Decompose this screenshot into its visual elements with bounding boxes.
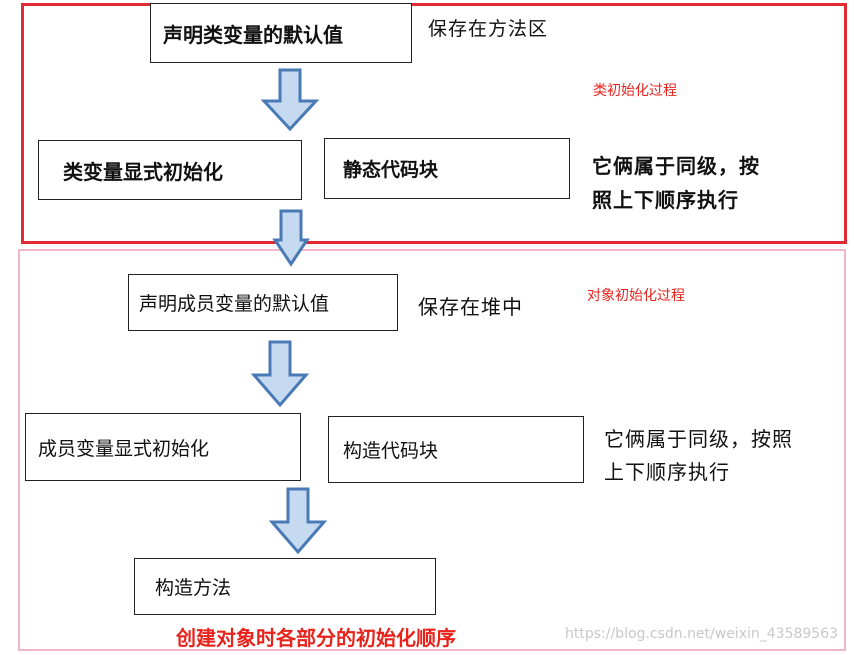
arrow-down-icon — [260, 68, 320, 132]
class-init-frame — [21, 3, 847, 244]
constructor-method-label: 构造方法 — [155, 577, 232, 599]
constructor-code-block-label: 构造代码块 — [343, 440, 439, 462]
class-same-level-note-line2: 照上下顺序执行 — [592, 188, 739, 212]
static-code-block-box: 静态代码块 — [324, 138, 570, 199]
class-default-values-box: 声明类变量的默认值 — [150, 3, 412, 63]
class-init-section-label: 类初始化过程 — [593, 83, 677, 99]
member-default-values-note: 保存在堆中 — [418, 295, 523, 319]
constructor-code-block-box: 构造代码块 — [328, 416, 584, 483]
arrow-down-icon — [272, 209, 310, 267]
object-same-level-note-line1: 它俩属于同级，按照 — [604, 427, 793, 451]
object-same-level-note-line2: 上下顺序执行 — [604, 460, 730, 484]
class-var-explicit-init-label: 类变量显式初始化 — [63, 159, 223, 184]
arrow-down-icon — [250, 340, 310, 408]
static-code-block-label: 静态代码块 — [343, 159, 439, 181]
watermark: https://blog.csdn.net/weixin_43589563 — [565, 626, 839, 642]
arrow-down-icon — [268, 487, 328, 555]
diagram-caption: 创建对象时各部分的初始化顺序 — [176, 626, 456, 650]
object-init-frame — [18, 249, 846, 651]
object-init-section-label: 对象初始化过程 — [587, 288, 685, 304]
constructor-method-box: 构造方法 — [134, 558, 436, 615]
class-default-values-note: 保存在方法区 — [428, 18, 549, 40]
member-var-explicit-init-label: 成员变量显式初始化 — [38, 437, 210, 460]
member-default-values-label: 声明成员变量的默认值 — [139, 293, 330, 315]
class-var-explicit-init-box: 类变量显式初始化 — [38, 140, 302, 200]
member-default-values-box: 声明成员变量的默认值 — [128, 274, 398, 331]
class-default-values-label: 声明类变量的默认值 — [163, 22, 343, 47]
member-var-explicit-init-box: 成员变量显式初始化 — [25, 413, 301, 481]
class-same-level-note-line1: 它俩属于同级，按 — [592, 154, 760, 178]
